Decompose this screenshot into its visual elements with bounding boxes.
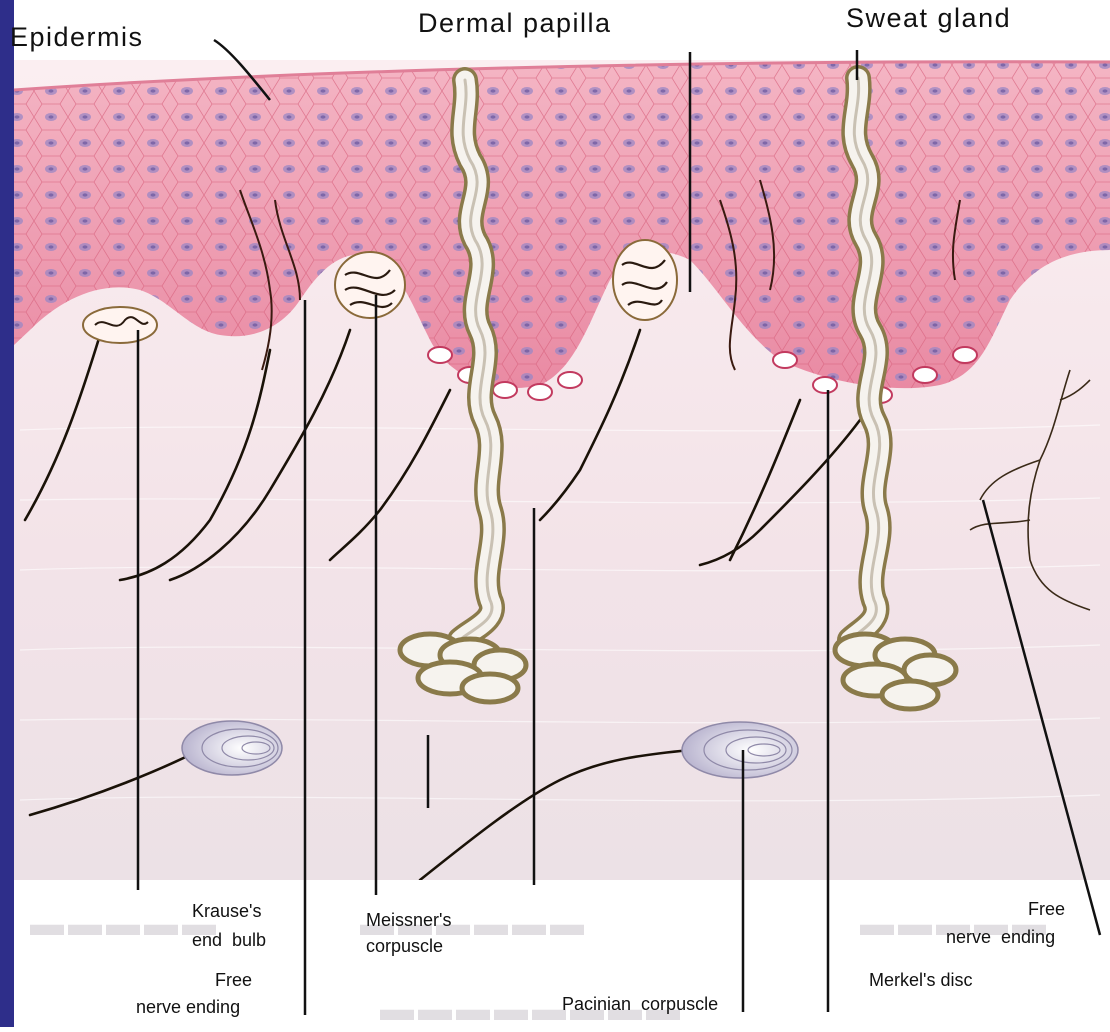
label-free-right-line1: Free bbox=[1028, 898, 1065, 920]
label-meissner-line2: corpuscle bbox=[366, 935, 443, 957]
label-pacinian: Pacinian corpuscle bbox=[562, 993, 718, 1015]
label-epidermis: Epidermis bbox=[10, 22, 144, 53]
label-krause-line2: end bulb bbox=[192, 929, 266, 951]
label-meissner-line1: Meissner's bbox=[366, 909, 451, 931]
krause-end-bulb-shape bbox=[83, 307, 157, 343]
label-krause-line1: Krause's bbox=[192, 900, 261, 922]
meissner-corpuscle-shape bbox=[335, 252, 405, 318]
label-sweat-gland: Sweat gland bbox=[846, 3, 1011, 34]
label-free-left-line1: Free bbox=[215, 969, 252, 991]
label-merkel: Merkel's disc bbox=[869, 969, 972, 991]
left-bar bbox=[0, 0, 14, 1027]
label-free-left-line2: nerve ending bbox=[136, 996, 240, 1018]
label-free-right-line2: nerve ending bbox=[946, 926, 1055, 948]
meissner-corpuscle-2-shape bbox=[613, 240, 677, 320]
label-dermal-papilla: Dermal papilla bbox=[418, 8, 612, 39]
pacinian-corpuscle-right bbox=[682, 722, 798, 778]
pacinian-corpuscle-left bbox=[182, 721, 282, 775]
